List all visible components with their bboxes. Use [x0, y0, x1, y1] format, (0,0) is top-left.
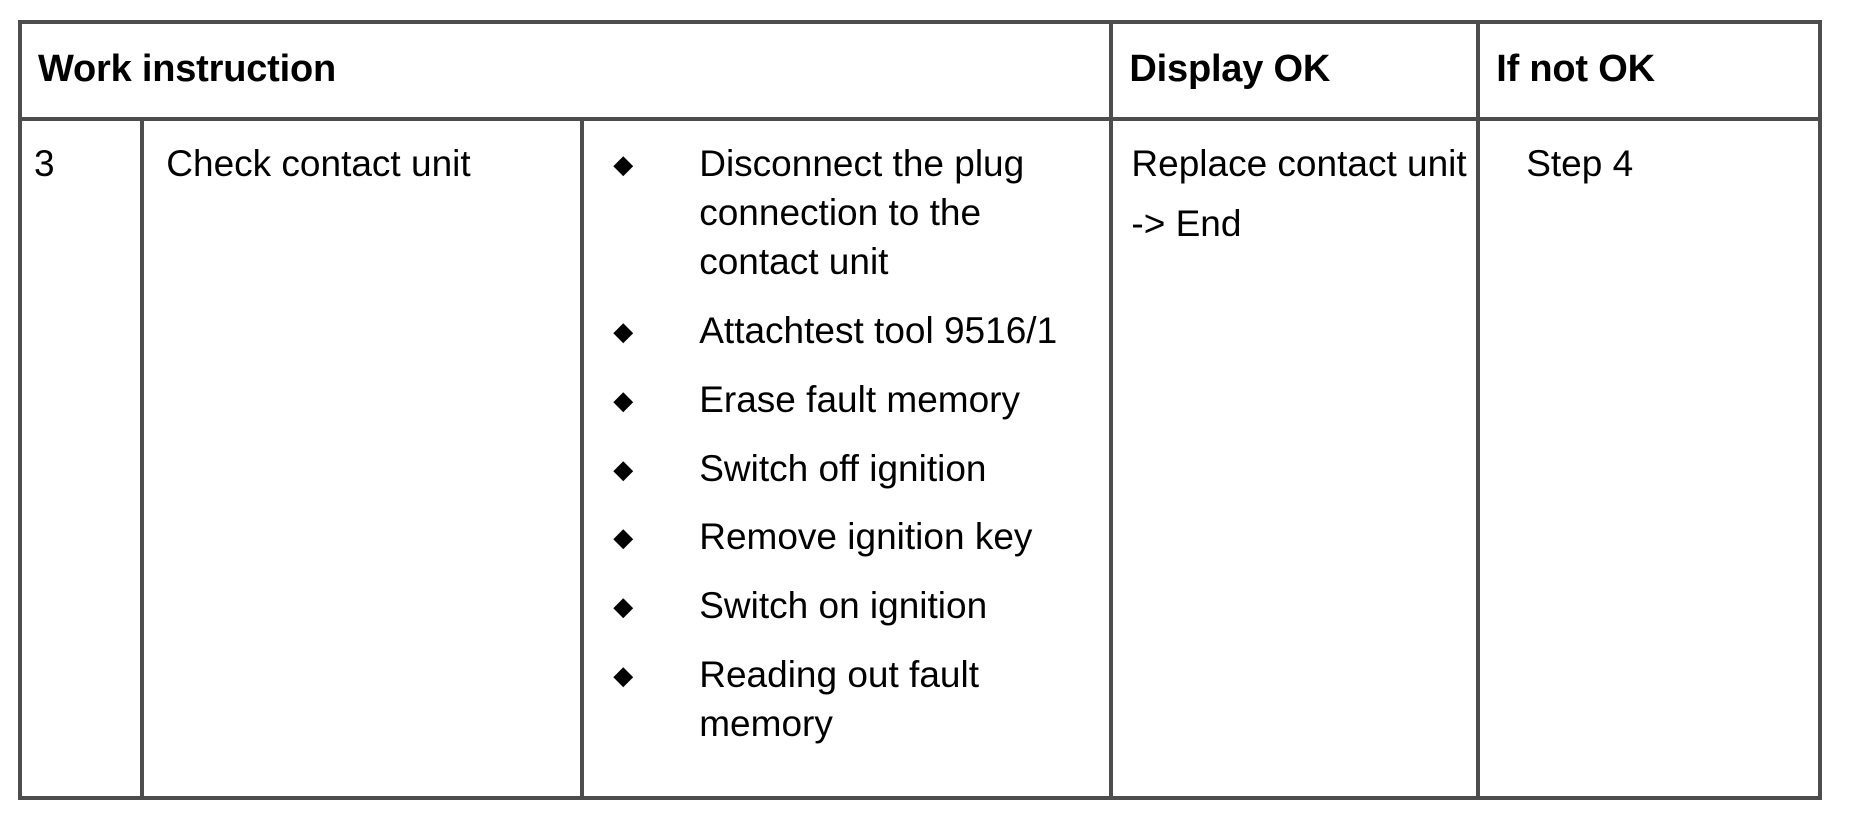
list-item: ◆ Disconnect the plug connection to the … [584, 140, 1109, 286]
list-item-label: Reading out fault memory [699, 654, 979, 744]
table-row: 3 Check contact unit ◆ Disconnect the pl… [20, 119, 1820, 798]
list-item-label: Attachtest tool 9516/1 [699, 309, 1058, 351]
list-item-label: Disconnect the plug connection to the co… [699, 143, 1025, 283]
diamond-bullet-icon: ◆ [613, 591, 634, 622]
header-label-display-ok: Display OK [1129, 48, 1331, 90]
display-ok-result: Replace contact unit [1131, 143, 1467, 185]
diamond-bullet-icon: ◆ [613, 453, 634, 484]
list-item-label: Switch off ignition [699, 447, 987, 489]
diamond-bullet-icon: ◆ [613, 149, 634, 180]
diamond-bullet-icon: ◆ [613, 660, 634, 690]
display-ok-next: -> End [1131, 203, 1242, 245]
work-instruction-table: Work instruction Display OK If not OK 3 … [18, 20, 1822, 800]
cell-if-not-ok: Step 4 [1476, 119, 1820, 798]
cell-step-actions: ◆ Disconnect the plug connection to the … [580, 119, 1112, 798]
list-item-label: Switch on ignition [699, 585, 988, 627]
header-cell-display-ok: Display OK [1109, 22, 1479, 122]
list-item: ◆ Remove ignition key [584, 513, 1109, 562]
diamond-bullet-icon: ◆ [613, 522, 634, 553]
diamond-bullet-icon: ◆ [613, 315, 634, 346]
list-item: ◆ Reading out fault memory [584, 651, 1109, 749]
list-item: ◆ Attachtest tool 9516/1 [584, 307, 1109, 356]
step-number-value: 3 [34, 143, 55, 185]
cell-display-ok: Replace contact unit -> End [1109, 119, 1479, 798]
if-not-ok-value: Step 4 [1526, 143, 1634, 185]
cell-task-title: Check contact unit [140, 119, 583, 798]
diamond-bullet-icon: ◆ [613, 384, 634, 415]
header-label-if-not-ok: If not OK [1496, 48, 1655, 90]
table-header-row: Work instruction Display OK If not OK [20, 22, 1820, 122]
header-cell-if-not-ok: If not OK [1476, 22, 1820, 122]
step-action-list: ◆ Disconnect the plug connection to the … [584, 121, 1109, 748]
list-item: ◆ Erase fault memory [584, 376, 1109, 425]
task-title-value: Check contact unit [166, 143, 471, 185]
list-item-label: Erase fault memory [699, 378, 1021, 420]
list-item: ◆ Switch on ignition [584, 582, 1109, 631]
header-label-work-instruction: Work instruction [38, 48, 336, 90]
cell-step-number: 3 [20, 119, 143, 798]
list-item-label: Remove ignition key [699, 516, 1033, 558]
header-cell-work-instruction: Work instruction [20, 22, 1112, 122]
list-item: ◆ Switch off ignition [584, 445, 1109, 494]
